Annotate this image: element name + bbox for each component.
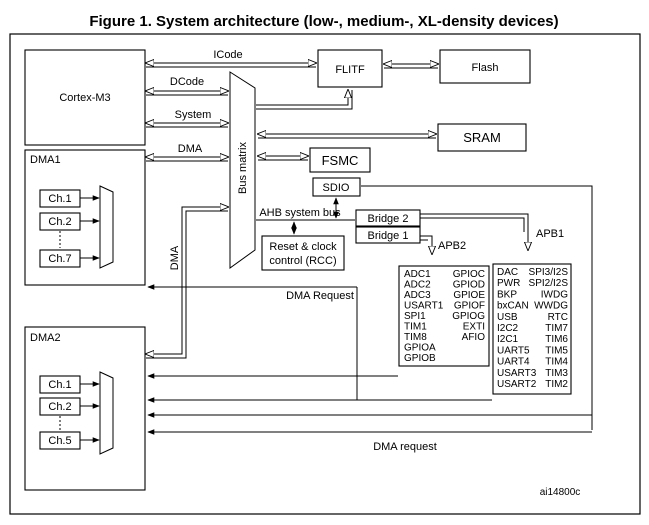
dma1-arbiter [99,185,114,269]
figure-id: ai14800c [540,487,581,498]
outer-frame [9,33,641,515]
apb1-peripheral-left-8: UART4 [497,357,530,368]
apb2-peripherals-block [398,265,490,367]
flitf-label: FLITF [335,64,365,76]
apb2-peripheral-right-2: GPIOE [453,290,485,301]
apb2-peripheral-right-0: GPIOC [453,269,485,280]
apb1-peripheral-right-3: WWDG [534,301,568,312]
icode-label: ICode [213,49,242,61]
bridge1-label: Bridge 1 [368,230,409,242]
dma2-bus-arrow [146,207,228,354]
sdio-block [312,177,361,197]
dma2-arbiter [99,371,114,455]
apb1-label: APB1 [536,228,564,240]
apb2-peripheral-left-2: ADC3 [404,290,431,301]
apb1-peripheral-left-6: I2C1 [497,334,519,345]
apb1-peripheral-right-6: TIM6 [545,334,568,345]
apb1-peripherals-block [492,263,572,395]
apb1-peripheral-right-4: RTC [548,312,568,323]
apb1-bus-arrow-inner [420,217,525,232]
apb1-peripheral-right-8: TIM4 [545,357,568,368]
apb1-peripheral-right-5: TIM7 [545,323,568,334]
flash-block [439,49,531,84]
apb1-peripheral-left-5: I2C2 [497,323,519,334]
dma-request-upper-label: DMA Request [286,290,354,302]
rcc-block [261,235,345,271]
dma1-channel-2-label: Ch.2 [48,216,71,228]
apb2-peripheral-left-5: TIM1 [404,322,427,333]
apb2-bus-arrow [420,235,432,254]
apb1-peripheral-right-1: SPI2/I2S [529,278,569,289]
figure-title: Figure 1. System architecture (low-, med… [89,13,558,30]
dma2-channel-1-label: Ch.1 [48,379,71,391]
bus-matrix-label: Bus matrix [237,142,249,194]
apb2-peripheral-left-3: USART1 [404,301,444,312]
bridge2-label: Bridge 2 [368,213,409,225]
apb1-peripheral-left-7: UART5 [497,345,530,356]
ahb-system-bus-label: AHB system bus [259,207,341,219]
apb1-peripheral-left-4: USB [497,312,518,323]
bus-matrix-block [229,71,256,269]
apb1-peripheral-left-9: USART3 [497,368,537,379]
apb1-peripheral-right-10: TIM2 [545,379,568,390]
flash-label: Flash [472,62,499,74]
apb1-peripheral-left-2: BKP [497,289,517,300]
dma1-label: DMA1 [30,154,61,166]
fsmc-label: FSMC [322,153,359,168]
apb2-peripheral-right-4: GPIOG [452,311,485,322]
apb2-peripheral-right-1: GPIOD [453,280,485,291]
rcc-label-line2: control (RCC) [269,255,336,267]
apb1-peripheral-right-2: IWDG [541,289,568,300]
dma2-label: DMA2 [30,332,61,344]
cortex-m3-label: Cortex-M3 [59,92,110,104]
apb1-peripheral-left-0: DAC [497,267,518,278]
apb2-peripheral-right-3: GPIOF [454,301,485,312]
apb1-peripheral-right-0: SPI3/I2S [529,267,569,278]
bridge1-block [355,226,421,244]
sram-label: SRAM [463,130,501,145]
apb1-peripheral-left-10: USART2 [497,379,537,390]
apb1-peripheral-left-3: bxCAN [497,301,529,312]
apb2-peripheral-right-6: AFIO [462,332,486,343]
apb1-peripheral-left-1: PWR [497,278,520,289]
dma-request-lower-label: DMA request [373,441,437,453]
apb2-peripheral-left-0: ADC1 [404,269,431,280]
apb2-peripheral-right-5: EXTI [463,322,485,333]
dma2-channel-2-label: Ch.2 [48,401,71,413]
dcode-label: DCode [170,76,204,88]
apb1-right-column: SPI3/I2SSPI2/I2SIWDGWWDGRTCTIM7TIM6TIM5T… [529,267,569,390]
dma1-channel-7-label: Ch.7 [48,253,71,265]
apb1-left-column: DACPWRBKPbxCANUSBI2C2I2C1UART5UART4USART… [497,267,537,390]
apb2-peripheral-left-4: SPI1 [404,311,426,322]
dma-vertical-label: DMA [169,245,181,270]
flitf-block [317,49,383,88]
rcc-label-line1: Reset & clock [269,241,337,253]
matrix-to-flitf-arrow-inner [256,90,353,110]
dma1-channel-1-label: Ch.1 [48,193,71,205]
apb1-bus-arrow [420,213,528,250]
apb2-peripheral-left-7: GPIOA [404,343,436,354]
cortex-m3-block [24,49,146,146]
apb2-peripheral-left-6: TIM8 [404,332,427,343]
apb2-label: APB2 [438,240,466,252]
dma-bus-label: DMA [178,143,203,155]
sdio-label: SDIO [323,182,350,194]
apb2-peripheral-left-1: ADC2 [404,280,431,291]
matrix-to-flitf-arrow [256,90,348,106]
sram-block [437,123,527,152]
dma2-bus-arrow-inner [146,210,228,359]
apb1-peripheral-right-7: TIM5 [545,345,568,356]
apb2-peripheral-left-8: GPIOB [404,353,436,364]
fsmc-block [309,147,371,173]
dma2-channel-5-label: Ch.5 [48,435,71,447]
sdio-dma-request-line [361,185,593,430]
apb1-peripheral-right-9: TIM3 [545,368,568,379]
system-label: System [175,109,212,121]
